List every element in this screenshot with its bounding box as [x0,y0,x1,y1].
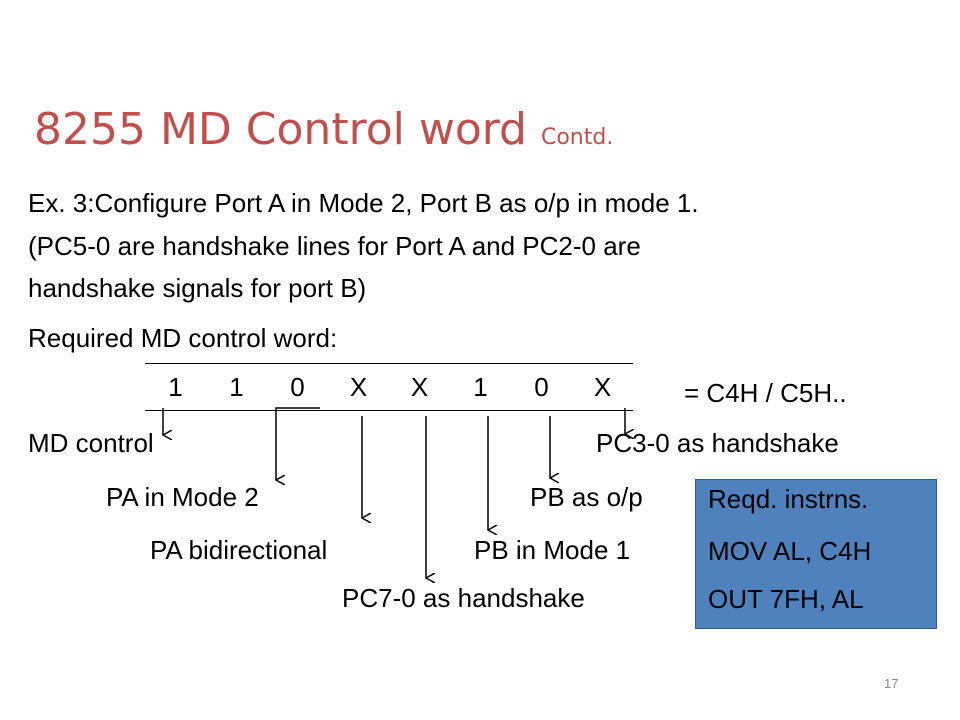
arrow-pa-mode2 [276,407,320,480]
bit-2: 1 [473,372,488,402]
example-line-2: (PC5-0 are handshake lines for Port A an… [28,231,641,261]
example-line-1: Ex. 3:Configure Port A in Mode 2, Port B… [28,188,699,218]
instruction-out: OUT 7FH, AL [708,584,864,614]
bit-5: 0 [290,372,305,402]
result-value: = C4H / C5H.. [684,378,847,408]
control-word-bits: 1 1 0 X X 1 0 X [145,363,633,411]
bit-4: X [349,372,368,402]
instructions-heading: Reqd. instrns. [708,484,869,514]
label-pb-mode1: PB in Mode 1 [474,535,631,565]
bit-0: X [593,372,612,402]
label-md-control: MD control [28,428,154,458]
required-label: Required MD control word: [28,323,338,353]
example-line-3: handshake signals for port B) [28,273,367,303]
instruction-mov: MOV AL, C4H [708,536,872,566]
title-suffix: Contd. [540,125,614,150]
label-pa-bidirectional: PA bidirectional [150,535,328,565]
label-pc30-handshake: PC3-0 as handshake [596,428,839,458]
bit-1: 0 [534,372,549,402]
label-pa-mode2: PA in Mode 2 [106,482,259,512]
label-pb-op: PB as o/p [530,482,643,512]
label-pc70-handshake: PC7-0 as handshake [342,583,585,613]
bit-7: 1 [168,372,183,402]
slide-title: 8255 MD Control word Contd. [34,104,614,155]
page-number: 17 [884,676,899,691]
instructions-box: Reqd. instrns. MOV AL, C4H OUT 7FH, AL [695,479,937,629]
bit-6: 1 [229,372,244,402]
bit-3: X [410,372,429,402]
